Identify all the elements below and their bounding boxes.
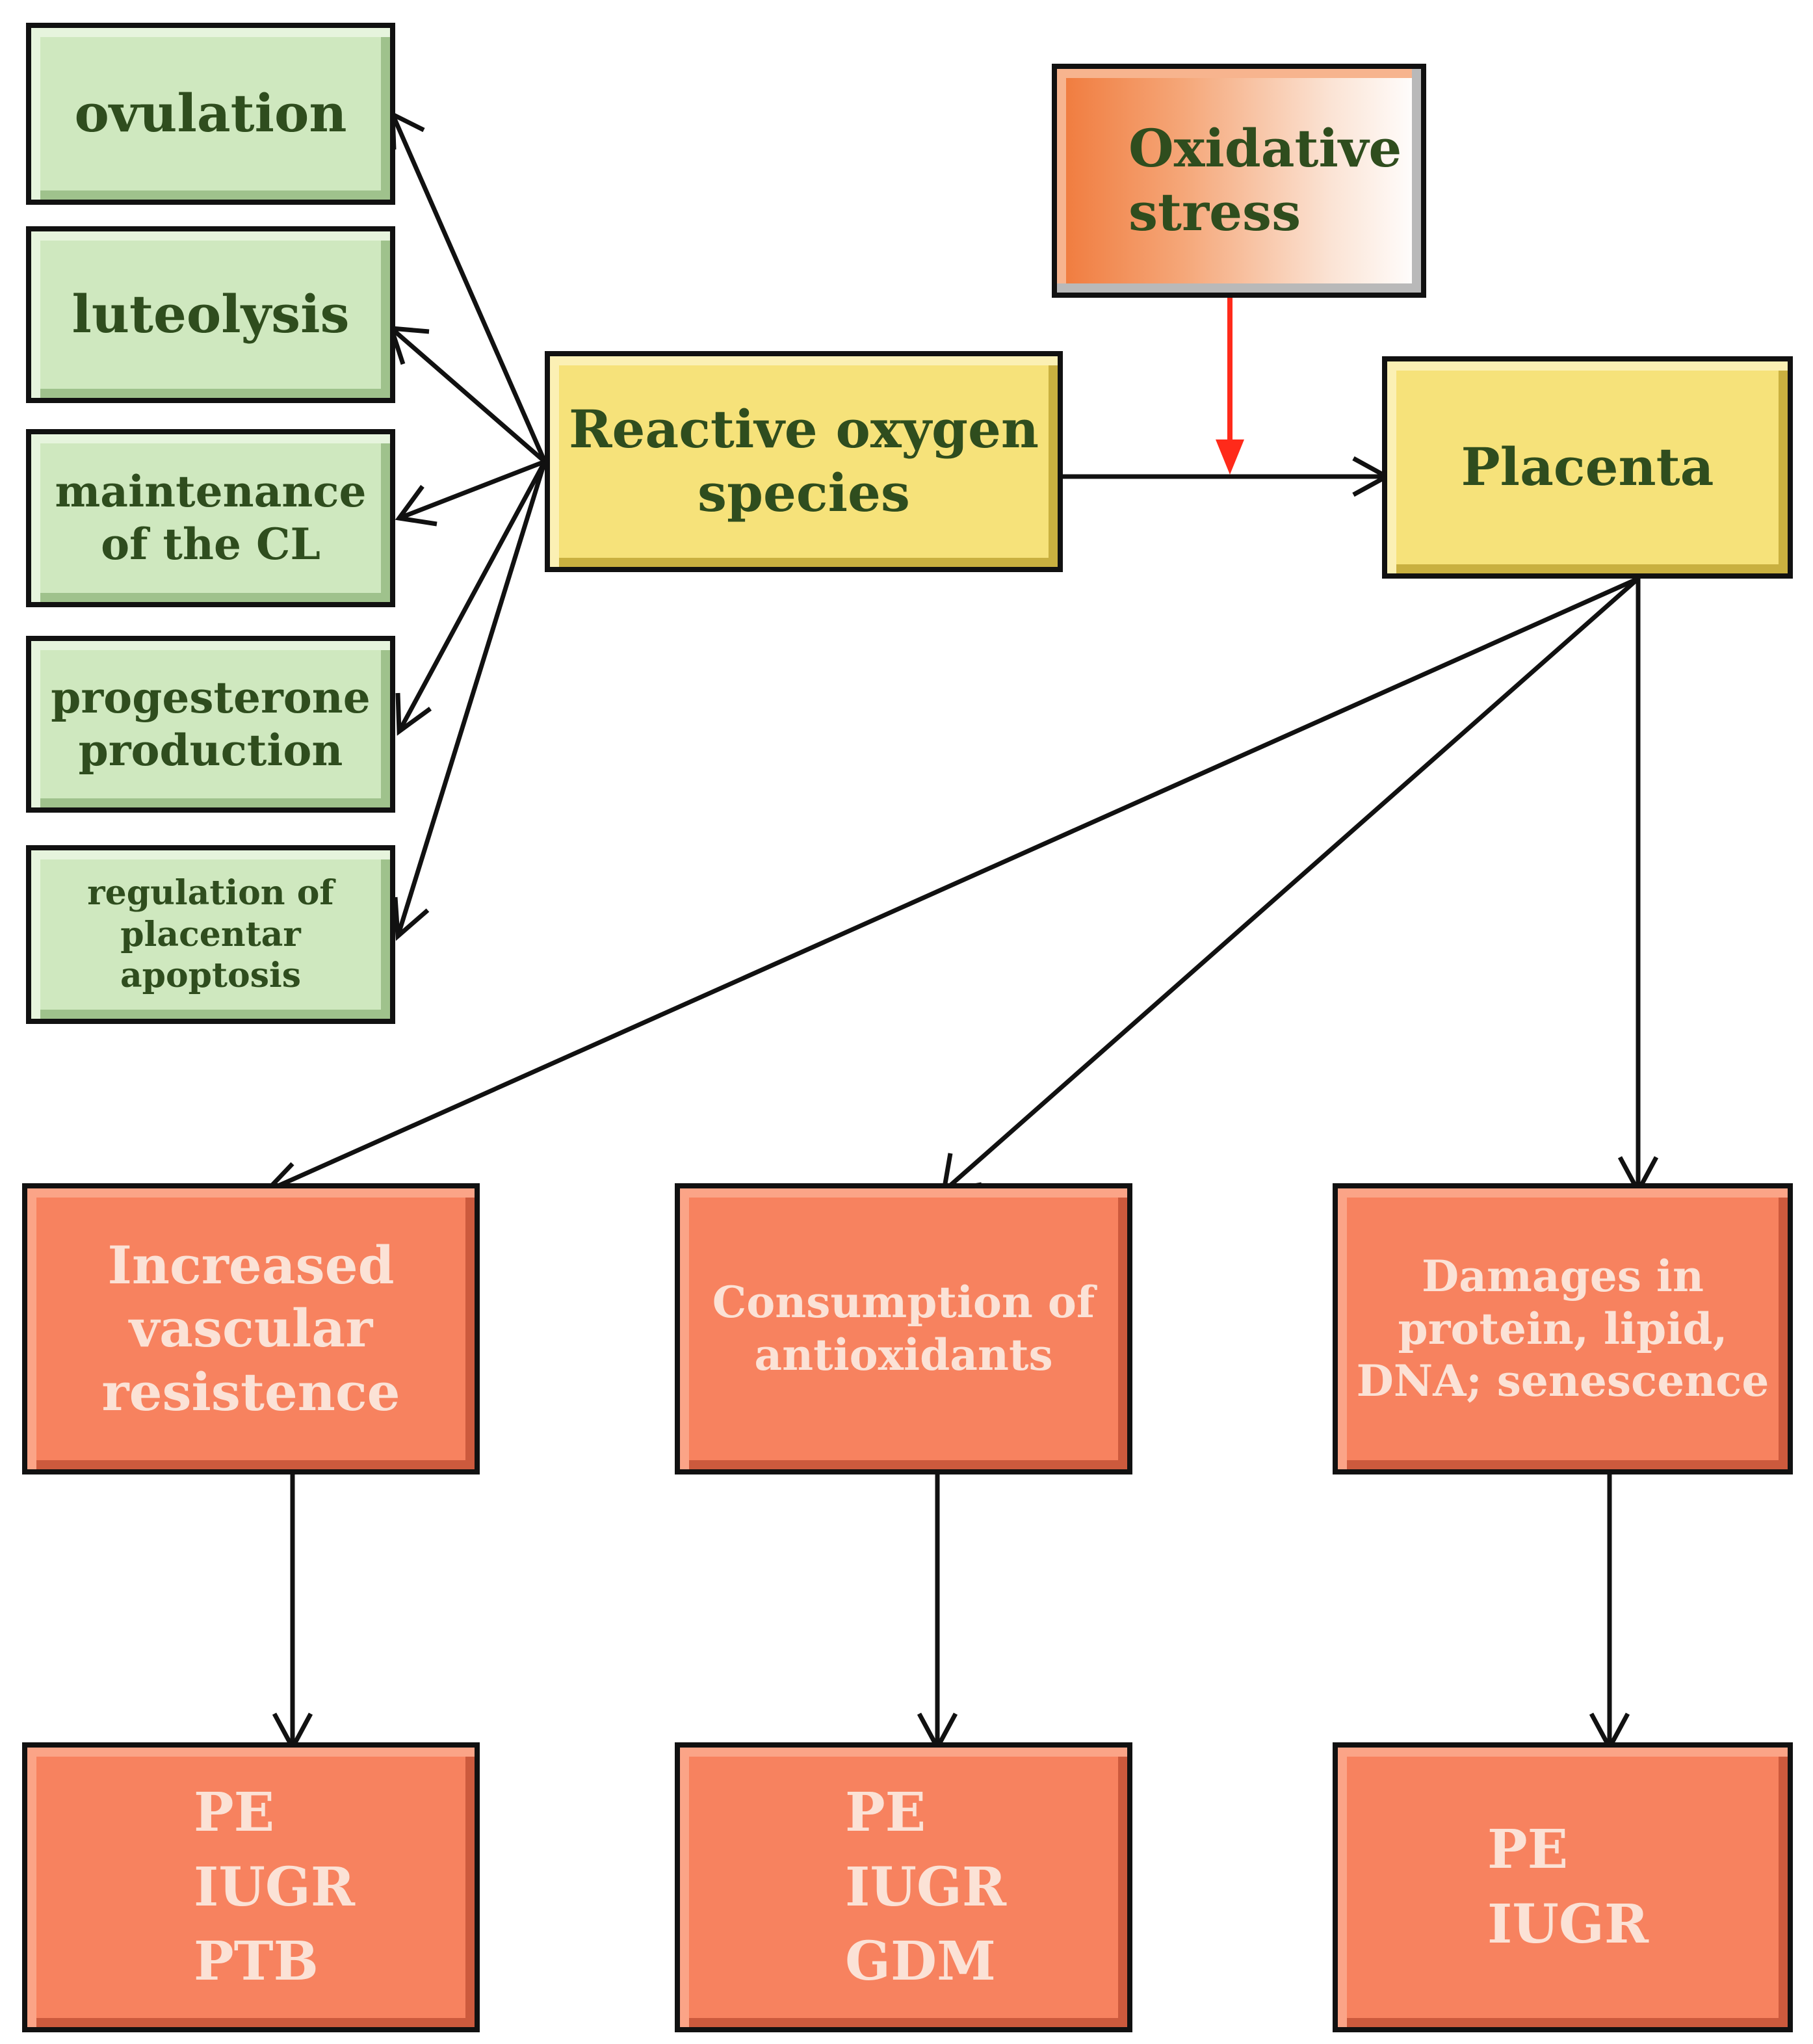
- node-text: DNA; senescence: [1356, 1356, 1769, 1407]
- node-text: protein, lipid,: [1398, 1303, 1728, 1354]
- node-text: of the CL: [101, 519, 320, 570]
- node-text: Placenta: [1461, 436, 1714, 498]
- arrow-ros-to-progesterone: [397, 460, 547, 733]
- node-regulation-of-apoptosis: regulation of placentar apoptosis: [26, 845, 395, 1024]
- arrow-ros-to-luteolysis: [389, 326, 547, 464]
- node-text: production: [78, 725, 343, 776]
- node-text: luteolysis: [72, 283, 350, 345]
- node-text: Consumption of: [712, 1277, 1095, 1328]
- node-increased-vascular-resistence: Increased vascular resistence: [22, 1183, 480, 1474]
- node-text: ovulation: [74, 83, 347, 144]
- arrow-ros-to-ovulation: [390, 113, 547, 463]
- node-text: apoptosis: [120, 956, 302, 996]
- node-text: stress: [1128, 181, 1301, 242]
- arrowhead-maintenance: [395, 484, 437, 527]
- arrowhead-progesterone: [395, 692, 432, 736]
- node-text: IUGR: [1487, 1893, 1649, 1956]
- arrow-placenta-to-vascular: [265, 576, 1639, 1194]
- arrow-placenta-to-antioxidants: [942, 577, 1640, 1193]
- node-outcome-pe-iugr-gdm: PE IUGR GDM: [675, 1742, 1132, 2032]
- arrowhead-stress: [1216, 439, 1244, 475]
- node-consumption-of-antioxidants: Consumption of antioxidants: [675, 1183, 1132, 1474]
- node-text: PE: [194, 1781, 275, 1844]
- node-progesterone-production: progesterone production: [26, 636, 395, 813]
- node-maintenance-of-cl: maintenance of the CL: [26, 429, 395, 607]
- node-text: resistence: [101, 1361, 400, 1422]
- node-oxidative-stress: Oxidative stress: [1052, 64, 1426, 298]
- node-text: Oxidative: [1128, 118, 1402, 179]
- node-text: GDM: [845, 1930, 996, 1993]
- node-text: species: [698, 462, 910, 523]
- node-text: vascular: [129, 1298, 373, 1359]
- node-outcome-pe-iugr-ptb: PE IUGR PTB: [22, 1742, 480, 2032]
- node-text: placentar: [120, 914, 301, 954]
- node-ovulation: ovulation: [26, 23, 395, 205]
- node-text: PE: [845, 1781, 926, 1844]
- node-damages-senescence: Damages in protein, lipid, DNA; senescen…: [1333, 1183, 1793, 1474]
- node-outcome-pe-iugr: PE IUGR: [1333, 1742, 1793, 2032]
- node-text: IUGR: [845, 1855, 1007, 1919]
- node-text: IUGR: [194, 1855, 356, 1919]
- node-luteolysis: luteolysis: [26, 226, 395, 403]
- node-text: maintenance: [55, 466, 367, 518]
- node-text: progesterone: [51, 672, 371, 724]
- node-text: Damages in: [1422, 1251, 1704, 1302]
- node-reactive-oxygen-species: Reactive oxygen species: [545, 351, 1063, 572]
- arrow-ros-to-maintenance: [398, 459, 546, 521]
- node-text: PE: [1487, 1818, 1569, 1881]
- node-placenta: Placenta: [1382, 356, 1793, 579]
- arrow-ros-to-apoptosis: [395, 460, 547, 937]
- node-text: Reactive oxygen: [568, 399, 1039, 460]
- node-text: regulation of: [87, 873, 334, 913]
- node-text: PTB: [194, 1930, 319, 1993]
- arrowhead-apoptosis: [393, 897, 430, 941]
- node-text: Increased: [107, 1234, 395, 1296]
- node-text: antioxidants: [754, 1330, 1053, 1380]
